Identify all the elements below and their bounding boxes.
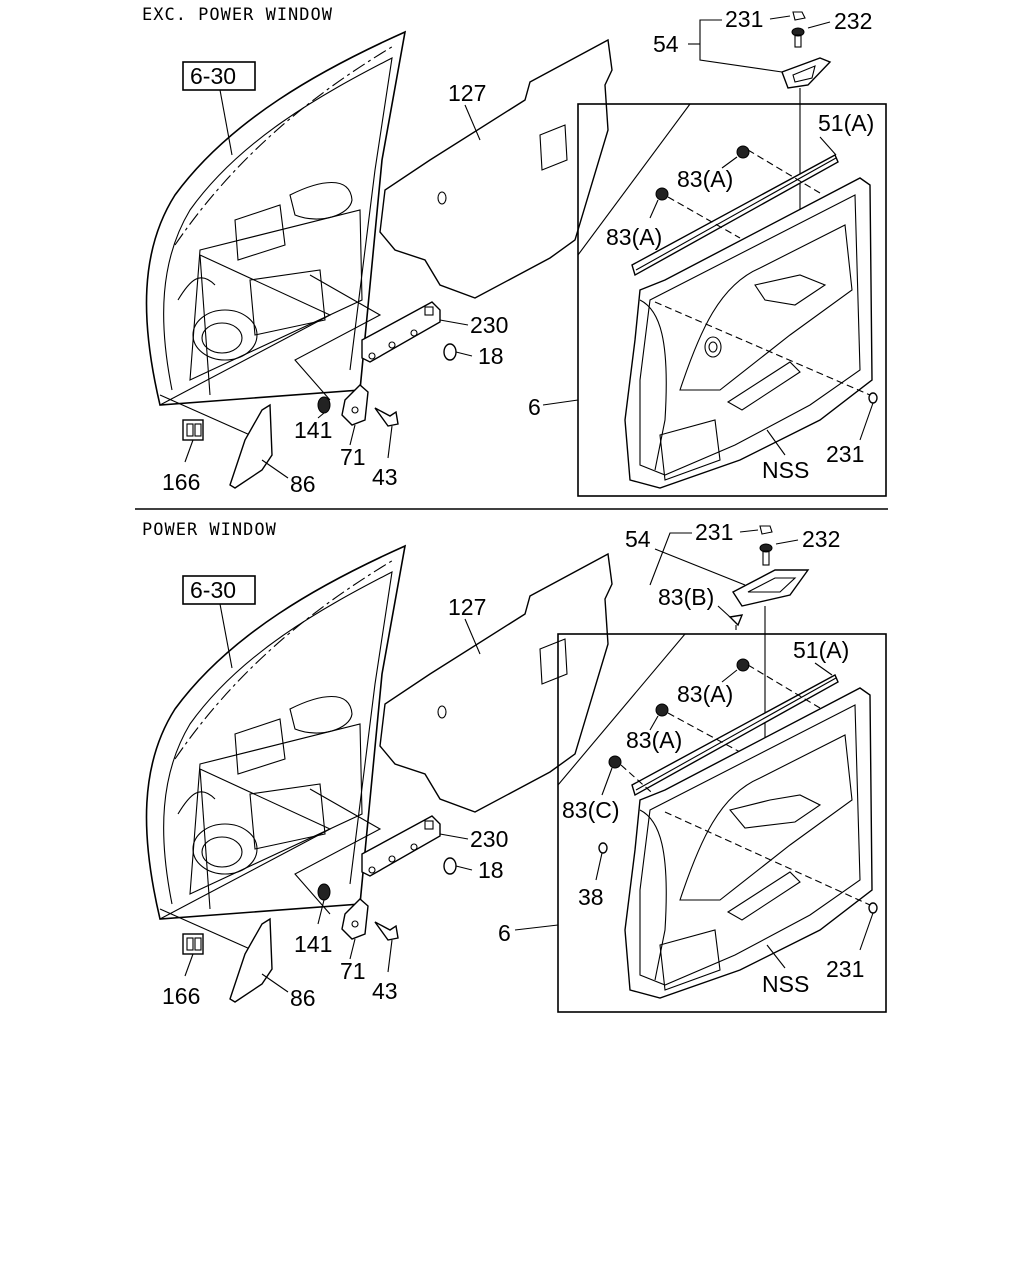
label-51a: 51(A) [793,637,849,663]
part-86-grille [229,917,289,1003]
section-title: POWER WINDOW [142,520,277,540]
label-232: 232 [802,526,840,552]
label-231-top: 231 [725,6,763,32]
section-exc-power-window: EXC. POWER WINDOW 6-30 127 [142,5,887,497]
label-18: 18 [478,343,504,369]
part-232-screw [759,543,773,566]
label-231-bottom: 231 [826,441,864,467]
part-232-screw [791,27,805,48]
part-54-handle-bezel [781,57,832,89]
label-232: 232 [834,8,872,34]
part-6-trim-panel [624,687,873,999]
label-166: 166 [162,983,200,1009]
part-166-clip [182,419,204,463]
part-18-clip [443,343,473,361]
label-86: 86 [290,985,316,1011]
label-83b: 83(B) [658,584,714,610]
part-127-watershield [379,38,613,299]
label-127: 127 [448,594,486,620]
part-71-hinge [341,898,369,960]
reference-label: 6-30 [190,577,236,603]
part-51a-weatherstrip [631,674,839,797]
label-83a-2: 83(A) [626,727,682,753]
label-51a: 51(A) [818,110,874,136]
reference-box [182,61,256,91]
label-71: 71 [340,444,366,470]
label-231-bottom: 231 [826,956,864,982]
part-230-bracket [361,301,441,363]
label-230: 230 [470,312,508,338]
part-6-trim-panel [624,177,873,489]
reference-box [182,575,256,605]
label-83a-2: 83(A) [606,224,662,250]
section-title: EXC. POWER WINDOW [142,5,333,25]
trim-panel-box [577,103,887,497]
door-frame [145,544,407,920]
part-86-grille [229,403,289,489]
label-230: 230 [470,826,508,852]
part-43-screw [374,407,399,459]
label-38: 38 [578,884,604,910]
label-nss: NSS [762,457,809,483]
label-83c: 83(C) [562,797,620,823]
label-6: 6 [528,394,541,420]
part-51a-weatherstrip [631,154,839,277]
label-83a-1: 83(A) [677,166,733,192]
label-86: 86 [290,471,316,497]
label-54: 54 [653,31,679,57]
label-231-top: 231 [695,519,733,545]
label-71: 71 [340,958,366,984]
label-141: 141 [294,931,332,957]
label-54: 54 [625,526,651,552]
section-power-window: POWER WINDOW 6-30 127 [142,519,887,1013]
trim-panel-box [557,633,887,1013]
part-54-handle-bezel [731,569,810,607]
door-frame [145,30,407,406]
reference-label: 6-30 [190,63,236,89]
part-18-clip [443,857,473,875]
label-6: 6 [498,920,511,946]
part-43-screw [374,921,399,973]
part-230-bracket [361,815,469,877]
label-43: 43 [372,464,398,490]
label-18: 18 [478,857,504,883]
label-166: 166 [162,469,200,495]
part-127-watershield [379,552,613,813]
label-127: 127 [448,80,486,106]
part-166-clip [182,933,204,977]
label-83a-1: 83(A) [677,681,733,707]
label-43: 43 [372,978,398,1004]
leader-lines [159,768,382,950]
part-141-nut [317,396,331,419]
label-141: 141 [294,417,332,443]
part-71-hinge [341,384,369,446]
label-nss: NSS [762,971,809,997]
part-141-nut [317,883,331,925]
